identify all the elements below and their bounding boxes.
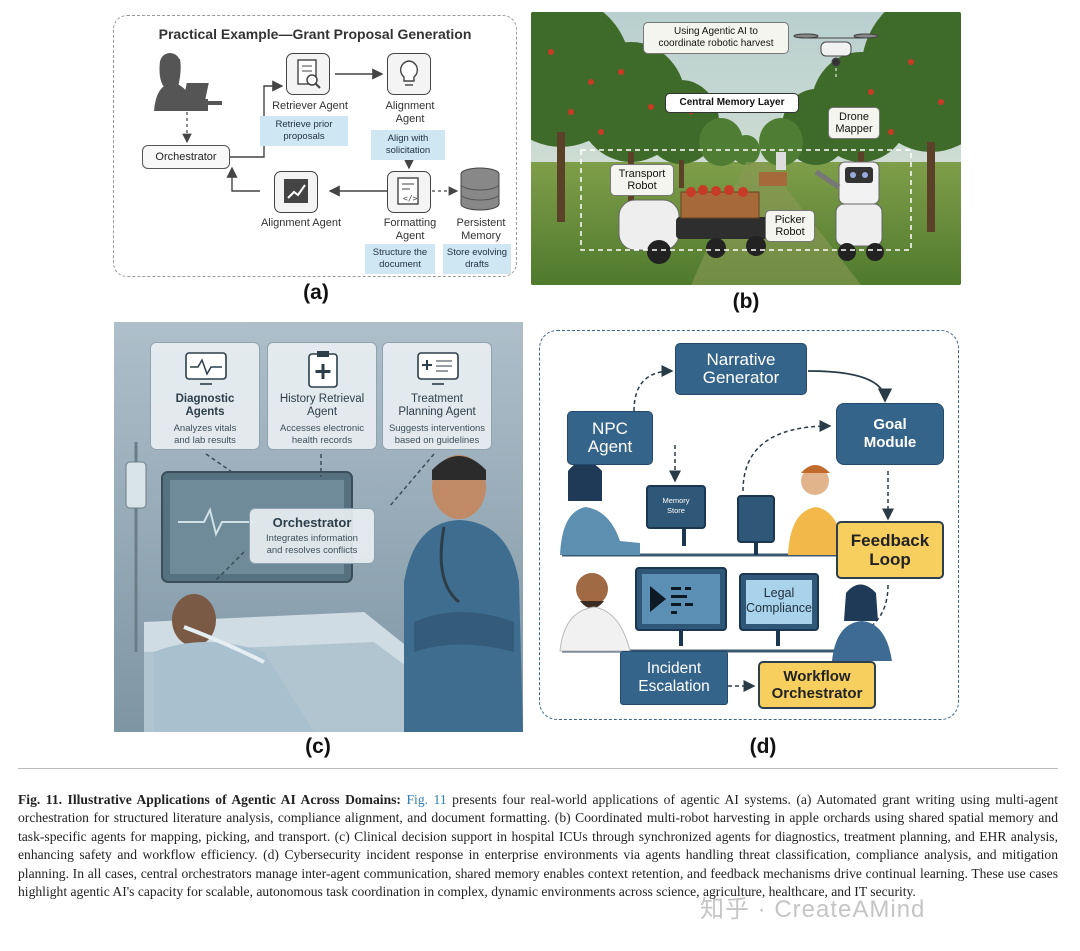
figure-caption: Fig. 11. Illustrative Applications of Ag… <box>18 791 1058 901</box>
alignment-agent-bottom-label: Alignment Agent <box>260 217 342 229</box>
lightbulb-icon <box>387 53 431 95</box>
panel-a-title: Practical Example—Grant Proposal Generat… <box>158 26 472 42</box>
chart-trend-icon <box>274 171 318 213</box>
person-at-laptop-icon <box>154 53 222 111</box>
panel-d-illustration <box>559 365 894 692</box>
panel-a-label: (a) <box>303 281 329 304</box>
panel-c-label: (c) <box>305 735 331 758</box>
code-document-icon: </> <box>387 171 431 213</box>
retriever-agent-label: Retriever Agent <box>272 100 348 112</box>
panel-d-label: (d) <box>749 735 777 758</box>
central-memory-layer-label: Central Memory Layer <box>665 93 799 113</box>
caption-figure-link[interactable]: Fig. 11 <box>406 792 447 807</box>
svg-text:</>: </> <box>403 194 418 203</box>
document-search-icon <box>286 53 330 95</box>
heart-monitor-icon <box>185 352 227 385</box>
caption-heading: Fig. 11. Illustrative Applications of Ag… <box>18 792 401 807</box>
database-icon <box>460 167 500 211</box>
caption-divider <box>18 768 1058 769</box>
orchestrator-node: Orchestrator <box>142 145 230 169</box>
screen-plus-icon <box>417 352 459 385</box>
watermark: 知乎 · CreateAMind <box>700 896 926 923</box>
clipboard-plus-icon <box>308 351 338 388</box>
panel-a-grant-proposal: Practical Example—Grant Proposal Generat… <box>113 15 517 277</box>
caption-body: presents four real-world applications of… <box>18 792 1058 900</box>
panel-b-label: (b) <box>732 290 760 313</box>
